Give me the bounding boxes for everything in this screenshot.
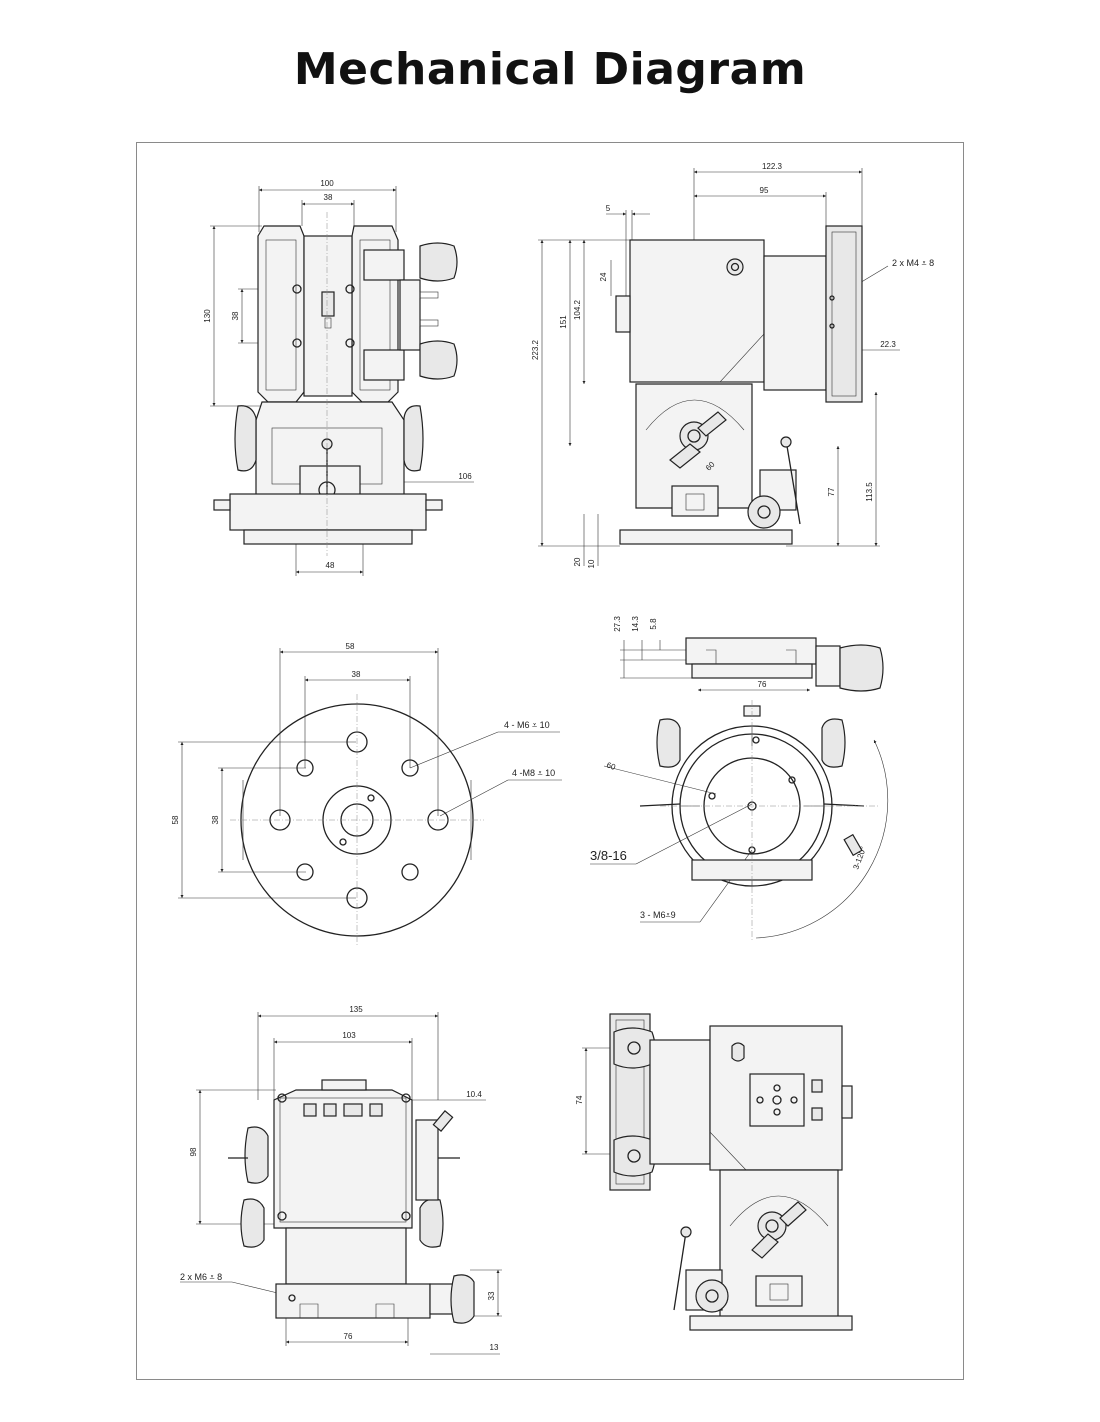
dim-side-base: 48: [326, 561, 335, 570]
dim-front-113: 113.5: [865, 482, 874, 502]
dim-front-122: 122.3: [762, 162, 783, 171]
callout-m8: 4 -M8 ⩡ 10: [512, 768, 555, 778]
dim-front-5: 5: [606, 204, 611, 213]
dim-front-77: 77: [827, 487, 836, 496]
dim-front-95: 95: [760, 186, 769, 195]
diagram-frame: [136, 142, 964, 1380]
dim-plate-38v: 38: [211, 815, 220, 824]
dim-front-24: 24: [599, 272, 608, 281]
callout-38-16: 3/8-16: [590, 848, 627, 863]
side-view-2: 74 20: [575, 1013, 853, 1331]
dim-mount-60: 60: [605, 760, 617, 772]
dim-back-13: 13: [490, 1343, 499, 1352]
dim-back-103: 103: [342, 1031, 356, 1040]
dim-front-22: 22.3: [880, 340, 896, 349]
dim-back-10: 10.4: [466, 1090, 482, 1099]
dim-back-76: 76: [344, 1332, 353, 1341]
dim-plate-38: 38: [352, 670, 361, 679]
dim-side-height: 130: [203, 309, 212, 323]
callout-back-m6: 2 x M6 ⩡ 8: [180, 1272, 222, 1282]
dim-plate-58: 58: [346, 642, 355, 651]
dim-mount-27: 27.3: [613, 616, 622, 632]
dim-side-inner: 38: [324, 193, 333, 202]
dim-side2-74: 74: [575, 1095, 584, 1104]
dim-front-20b: 20: [573, 557, 582, 566]
dim-front-223: 223.2: [531, 339, 540, 360]
dim-front-151: 151: [559, 315, 568, 329]
mount-view: 27.3 14.3 5.8 76 60 3/8-16 3 - M6⩡9 3-12…: [590, 616, 889, 940]
callout-m6: 4 - M6 ⩡ 10: [504, 720, 550, 730]
dim-front-10: 10: [587, 559, 596, 568]
dim-front-104: 104.2: [573, 299, 582, 320]
dim-back-98: 98: [189, 1147, 198, 1156]
dim-mount-76: 76: [758, 680, 767, 689]
side-view: 100 38 130 38 106 48: [203, 179, 474, 576]
dim-side-106: 106: [458, 472, 472, 481]
back-view: 135 103 10.4 98 33 76 13 2 x M6 ⩡ 8: [180, 1005, 502, 1355]
dim-mount-5: 5.8: [649, 618, 658, 630]
dim-side-holes: 38: [231, 311, 240, 320]
callout-3-m6: 3 - M6⩡9: [640, 910, 676, 920]
dim-plate-58v: 58: [171, 815, 180, 824]
top-plate-view: 58 38 58 38 4 - M6 ⩡ 10 4 -M8 ⩡ 10: [171, 642, 562, 946]
page-title: Mechanical Diagram: [293, 44, 807, 95]
callout-front-m4: 2 x M4 ⩡ 8: [892, 258, 934, 268]
dim-mount-14: 14.3: [631, 616, 640, 632]
dim-back-135: 135: [349, 1005, 363, 1014]
dim-side-width: 100: [320, 179, 334, 188]
dim-back-33: 33: [487, 1291, 496, 1300]
front-view: 122.3 95 5 24 104.2 151 223.2 98 20 22.3…: [531, 162, 934, 568]
